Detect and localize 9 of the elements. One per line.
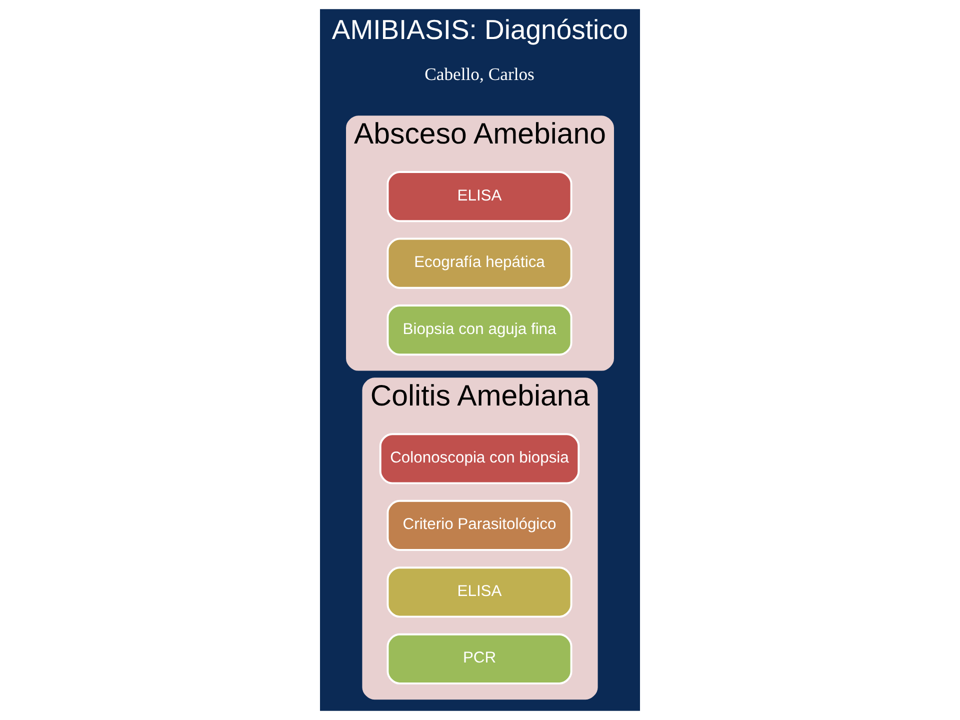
node-box: ELISA <box>386 171 572 222</box>
node-box: Criterio Parasitológico <box>386 500 572 551</box>
node-box: Colonoscopia con biopsia <box>379 433 580 484</box>
diagram-title: AMIBIASIS: Diagnóstico <box>332 14 628 45</box>
node-box: Biopsia con aguja fina <box>386 304 572 356</box>
node-box: Ecografía hepática <box>386 238 572 289</box>
node-box: ELISA <box>386 566 572 618</box>
label: Cabello, Carlos <box>424 64 534 84</box>
node-box: PCR <box>386 633 572 684</box>
